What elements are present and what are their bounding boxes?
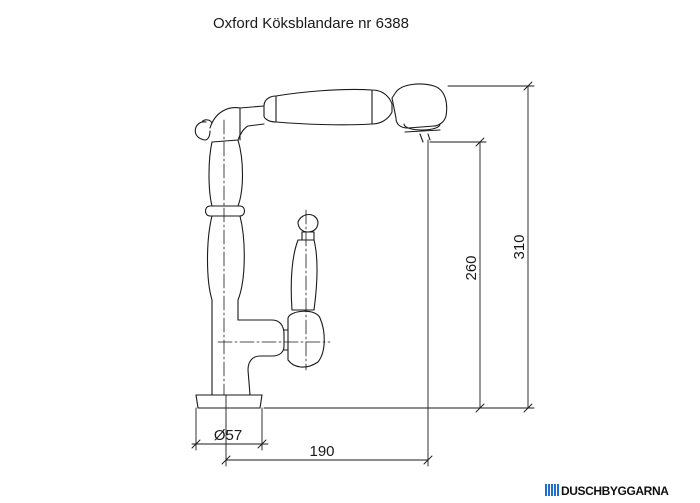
diagram-title: Oxford Köksblandare nr 6388 [213, 15, 409, 32]
column-upper [208, 139, 243, 207]
elbow [209, 105, 265, 143]
logo-stripes-icon [545, 484, 559, 496]
column-lower [206, 215, 245, 396]
lever-knob [297, 213, 319, 233]
dim-base-diameter: Ø57 [214, 427, 242, 444]
logo-text: DUSCHBYGGARNA [561, 484, 669, 498]
duschbyggarna-logo: DUSCHBYGGARNA [545, 484, 670, 498]
base [195, 394, 263, 409]
top-knob [194, 121, 211, 141]
dim-reach: 190 [309, 443, 334, 460]
dim-total-height: 310 [511, 234, 528, 259]
spray-head [391, 83, 448, 129]
lever-grip [290, 239, 318, 311]
dim-spout-height: 260 [463, 255, 480, 280]
spout-grip [263, 88, 393, 126]
